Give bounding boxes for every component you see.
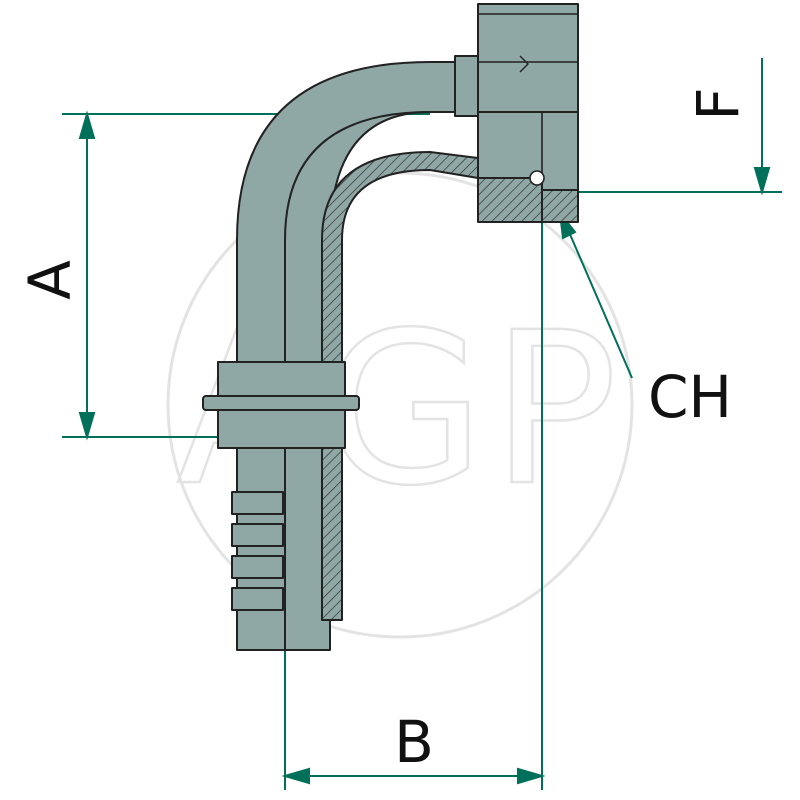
- dim-b-arrow-right: [517, 767, 546, 785]
- ch-leader-line: [568, 231, 633, 379]
- bore-line: [284, 111, 431, 650]
- barb-4: [231, 587, 284, 611]
- fitting-body: [202, 3, 579, 651]
- elbow-stem: [236, 61, 479, 651]
- collar-upper: [217, 361, 346, 397]
- label-ch: CH: [648, 363, 732, 431]
- hex-nut-mark: [519, 55, 529, 73]
- o-ring: [529, 170, 545, 186]
- barb-1: [231, 491, 284, 515]
- face-hatch: [477, 177, 543, 223]
- dimension-labels: A B F CH: [16, 87, 752, 776]
- collar-flange: [202, 395, 360, 411]
- barb-2: [231, 523, 284, 547]
- label-a: A: [16, 260, 84, 300]
- hex-nut: [477, 3, 579, 113]
- nut-bottom-hatch: [541, 189, 579, 223]
- dim-a-arrow-top: [78, 110, 96, 139]
- barb-3: [231, 555, 284, 579]
- dim-b-arrow-left: [281, 767, 310, 785]
- dim-a-arrow-bottom: [78, 412, 96, 441]
- label-f: F: [684, 87, 752, 120]
- label-b: B: [394, 708, 434, 776]
- collar-lower: [217, 409, 346, 449]
- nut-collar: [454, 55, 479, 117]
- dim-f-arrow: [753, 167, 771, 196]
